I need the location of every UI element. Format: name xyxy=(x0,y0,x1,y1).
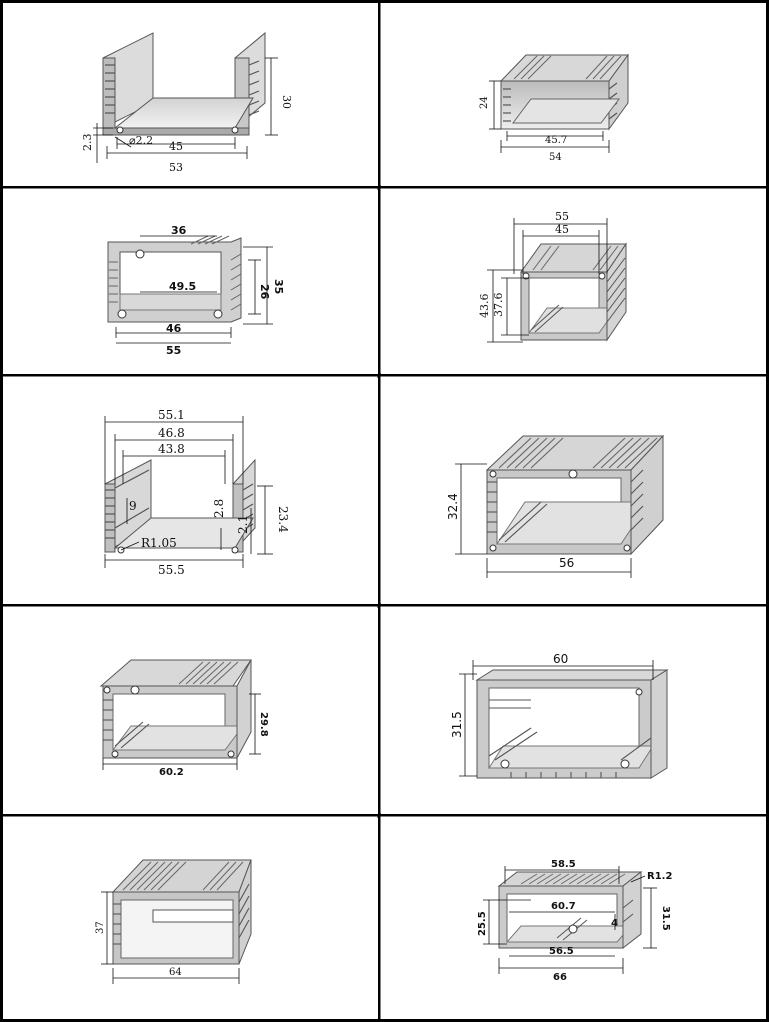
panel-profile-6: 32.4 56 xyxy=(381,378,766,604)
dim-label: 46 xyxy=(166,322,182,335)
dim-label: 31.5 xyxy=(660,906,671,931)
dim-label: 54 xyxy=(549,152,562,163)
dim-label: 60.7 xyxy=(551,901,576,912)
dim-label: ⌀2.2 xyxy=(129,134,153,147)
dim-label: 29.8 xyxy=(258,712,269,737)
dim-label: 43.8 xyxy=(158,442,185,456)
dim-label: 9 xyxy=(129,499,137,513)
dim-label: 37 xyxy=(95,921,106,934)
dim-label: 37.6 xyxy=(492,293,505,318)
panel-profile-9: 37 64 xyxy=(3,818,378,1019)
dim-label: 30 xyxy=(280,95,293,109)
panel-profile-3: 36 49.5 26 35 46 55 xyxy=(3,190,378,374)
profile-floor xyxy=(113,517,254,549)
profile-top xyxy=(475,669,669,681)
dim-label: 60.2 xyxy=(159,767,184,778)
dim-label: 53 xyxy=(169,161,183,174)
dim-label: 45.7 xyxy=(545,135,567,146)
dim-label: 56 xyxy=(559,556,574,570)
dim-label: 45 xyxy=(555,223,569,236)
dim-label: 43.6 xyxy=(478,294,491,319)
dim-label: 55.5 xyxy=(158,563,185,577)
dim-label: 2.1 xyxy=(236,515,250,534)
dim-label: 55.1 xyxy=(158,408,185,422)
dim-label: R1.2 xyxy=(647,871,672,882)
dim-label: R1.05 xyxy=(141,536,177,550)
panel-profile-7: 29.8 60.2 xyxy=(3,608,378,814)
profile-top xyxy=(499,54,629,82)
dim-label: 60 xyxy=(553,652,568,666)
dim-label: 55 xyxy=(555,210,569,223)
dim-label: 58.5 xyxy=(551,859,576,870)
dim-label: 66 xyxy=(553,972,567,983)
panel-profile-5: 55.1 46.8 43.8 9 2.8 R1.05 2.1 23.4 55.5 xyxy=(3,378,378,604)
dim-label: 23.4 xyxy=(276,506,290,533)
dim-label: 26 xyxy=(258,284,271,300)
dim-label: 55 xyxy=(166,344,181,357)
dim-label: 46.8 xyxy=(158,426,185,440)
dim-label: 31.5 xyxy=(450,711,464,738)
dim-label: 24 xyxy=(479,96,490,109)
panel-profile-10: 58.5 R1.2 60.7 25.5 4 31.5 56.5 66 xyxy=(381,818,766,1019)
dim-label: 35 xyxy=(272,279,285,294)
dim-label: 45 xyxy=(169,140,183,153)
dim-label: 56.5 xyxy=(549,946,574,957)
dim-label: 32.4 xyxy=(446,493,460,520)
dim-label: 4 xyxy=(611,918,618,929)
dim-label: 2.8 xyxy=(212,499,226,518)
panel-profile-8: 60 31.5 xyxy=(381,608,766,814)
dim-label: 64 xyxy=(169,967,182,978)
dim-label: 25.5 xyxy=(477,911,488,936)
dim-label: 2.3 xyxy=(81,134,94,152)
dim-label: 36 xyxy=(171,224,187,237)
panel-profile-2: 54 45.7 24 xyxy=(381,3,766,186)
panel-profile-1: 53 45 30 2.3 ⌀2.2 xyxy=(3,3,378,186)
panel-profile-4: 55 45 43.6 37.6 xyxy=(381,190,766,374)
dim-label: 49.5 xyxy=(169,280,196,293)
